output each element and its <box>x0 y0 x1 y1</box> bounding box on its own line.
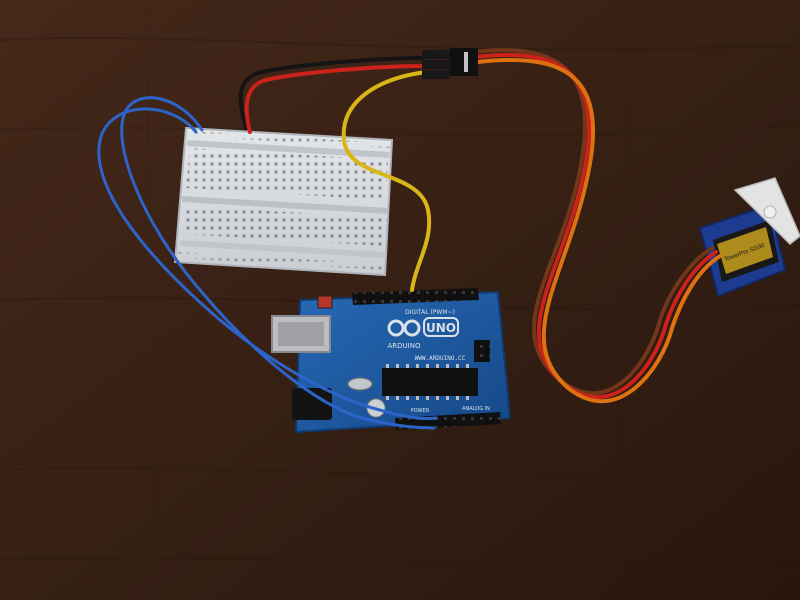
board-url-text: WWW.ARDUINO.CC <box>415 355 466 362</box>
usb-port-icon <box>271 315 331 353</box>
jumper-yellow <box>341 70 432 292</box>
power-jack <box>292 388 332 420</box>
digital-label: DIGITAL (PWM~) <box>405 309 455 316</box>
power-analog-header <box>395 412 501 430</box>
reset-button <box>317 295 333 309</box>
crystal <box>347 377 373 391</box>
breadboard <box>173 126 394 277</box>
digital-header <box>352 288 479 305</box>
jumper-blue-1 <box>97 107 438 420</box>
power-label: POWER <box>411 408 430 414</box>
analog-label: ANALOG IN <box>462 406 490 412</box>
servo-cable-orange <box>476 58 722 404</box>
servo-motor: TowerPro SG90 <box>698 177 800 298</box>
board-brand-text: ARDUINO <box>388 342 421 350</box>
jumper-black <box>238 56 426 130</box>
icsp-header <box>474 340 490 362</box>
logo-badge <box>423 317 459 337</box>
microcontroller-chip-icon <box>382 364 478 400</box>
board-logo-text: UNO <box>426 321 456 335</box>
wires <box>97 48 722 430</box>
servo-horn <box>733 177 800 246</box>
arduino-infinity-icon <box>387 319 421 337</box>
wire-connectors <box>422 48 478 79</box>
arduino-uno-board: UNO ARDUINO WWW.ARDUINO.CC DIGITAL (PWM~… <box>271 288 512 434</box>
jumper-red <box>244 64 426 134</box>
jumper-blue-2 <box>120 96 436 430</box>
